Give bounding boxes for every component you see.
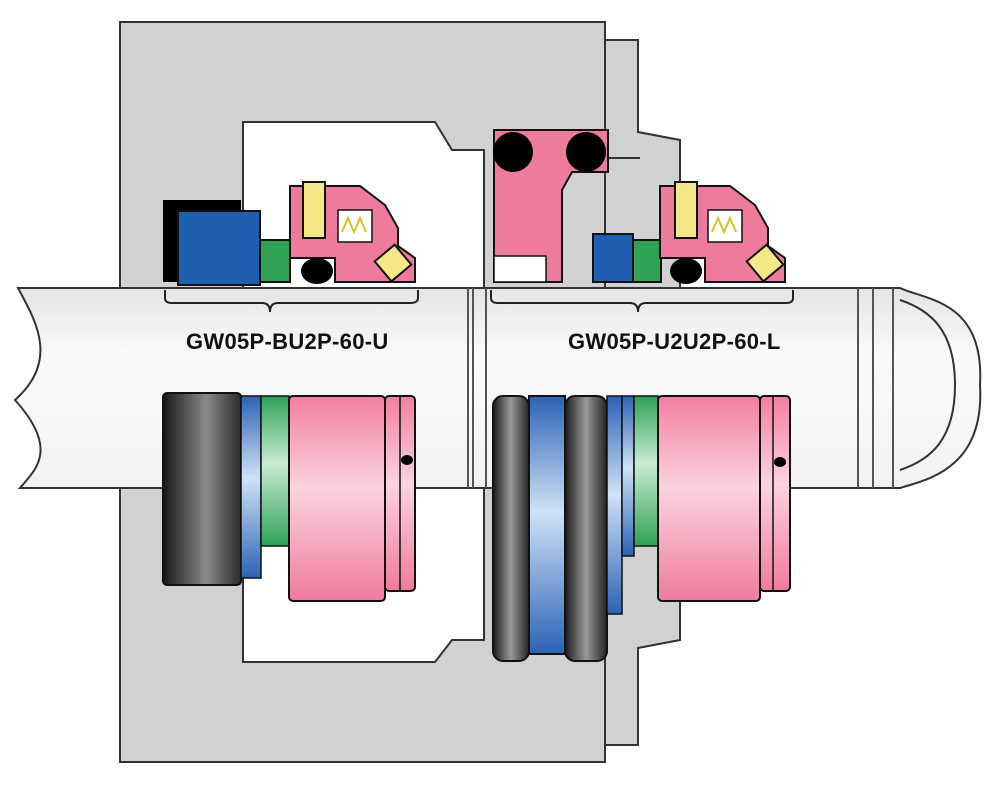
left-seal-bracket — [164, 290, 419, 313]
left-blue-band — [240, 395, 262, 579]
left-oring-small — [301, 258, 333, 284]
seal-label-right: GW05P-U2U2P-60-L — [568, 329, 781, 354]
left-screw-hole — [401, 455, 413, 465]
seal-label-left: GW05P-BU2P-60-U — [186, 329, 389, 354]
right-screw-hole — [774, 457, 786, 467]
right-rotary-face — [592, 233, 634, 283]
shaft-end-cut — [899, 299, 957, 471]
right-spring-icon — [711, 215, 737, 235]
right-blue-band — [606, 395, 623, 615]
left-green-ring — [259, 239, 291, 283]
left-set-screw — [373, 243, 413, 283]
left-spring-pocket — [337, 209, 373, 243]
left-green-band — [260, 395, 290, 547]
right-oring-left — [493, 132, 533, 172]
right-set-screw — [745, 243, 785, 283]
right-dark-ring-1 — [492, 395, 530, 662]
left-spring-pin — [302, 181, 326, 239]
right-green-band — [633, 395, 659, 547]
right-oring-right — [566, 132, 606, 172]
left-pink-sleeve — [288, 395, 386, 602]
left-spring-icon — [341, 215, 367, 235]
right-dark-ring-2 — [564, 395, 608, 662]
right-blue-band-2 — [621, 395, 635, 557]
right-green-ring — [632, 239, 662, 283]
left-face-exterior — [162, 392, 242, 586]
right-blue-ring — [528, 395, 566, 655]
right-seat-gap — [493, 255, 547, 283]
right-pink-sleeve — [657, 395, 761, 602]
right-spring-pocket — [707, 209, 743, 243]
left-stationary-face — [177, 210, 261, 286]
right-seal-bracket — [490, 290, 794, 313]
right-oring-small — [670, 258, 702, 284]
right-spring-pin — [674, 181, 698, 239]
right-pink-collar — [759, 395, 791, 592]
